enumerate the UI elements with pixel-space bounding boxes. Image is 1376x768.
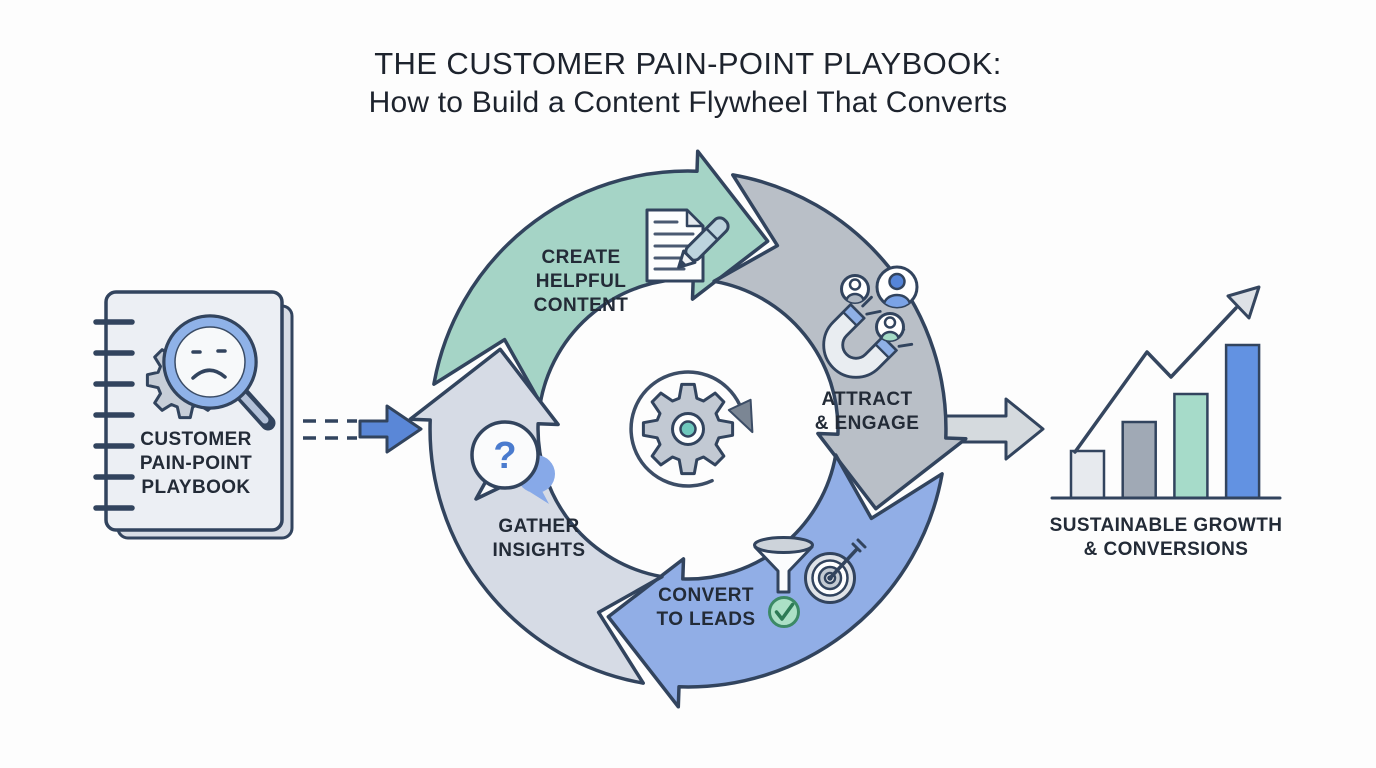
growth-bar-3 <box>1173 392 1209 500</box>
segment-label-line: CONTENT <box>533 295 629 316</box>
center-gear-icon <box>629 370 754 488</box>
segment-label-line: & ENGAGE <box>814 413 920 434</box>
cycle-arrowhead <box>727 398 754 434</box>
avatar-gray <box>840 274 870 304</box>
text-lines <box>653 220 695 271</box>
segment-label-gather: GATHER INSIGHTS <box>493 515 586 563</box>
funnel-icon <box>753 536 814 594</box>
growth-bars <box>1069 343 1261 500</box>
sad-face-eyes <box>191 349 227 354</box>
segment-label-create: CREATE HELPFUL CONTENT <box>534 246 629 318</box>
avatar-blue <box>875 265 919 309</box>
playbook-label-line: CUSTOMER <box>140 429 252 450</box>
target-dart-icon <box>804 538 867 604</box>
playbook-notebook <box>93 290 294 540</box>
playbook-label-line: PLAYBOOK <box>141 477 251 498</box>
blue-arrow-icon <box>358 404 423 454</box>
segment-label-line: TO LEADS <box>656 609 756 630</box>
magnifier-glass-icon <box>162 314 258 410</box>
playbook-label: CUSTOMER PAIN-POINT PLAYBOOK <box>140 428 252 500</box>
growth-bar-1 <box>1069 449 1106 500</box>
title-line-2: How to Build a Content Flywheel That Con… <box>368 86 1008 119</box>
trend-arrowhead-icon <box>1226 285 1261 320</box>
dashed-connector-arrow <box>303 404 423 454</box>
growth-bar-2 <box>1121 420 1157 500</box>
playbook-cover-icon <box>145 314 276 431</box>
pen-icon <box>677 216 730 269</box>
magnifier-inner-rim <box>174 326 246 398</box>
checkmark-icon <box>768 596 800 628</box>
speech-bubble <box>470 420 540 490</box>
segment-label-line: HELPFUL <box>535 271 627 292</box>
question-bubble-icon: ? <box>470 420 555 504</box>
sad-face-frown <box>191 368 227 380</box>
growth-bar-chart-icon <box>1050 285 1282 500</box>
avatar-teal <box>875 312 905 342</box>
segment-label-line: ATTRACT <box>821 389 913 410</box>
segment-label-line: INSIGHTS <box>492 540 586 561</box>
funnel-target-check-icon <box>753 536 867 628</box>
magnet-audience-icon <box>822 265 919 379</box>
flywheel: ? <box>408 149 968 709</box>
outcome-label-line: & CONVERSIONS <box>1083 539 1249 560</box>
page-fold <box>685 208 705 228</box>
magnifier-handle <box>239 392 269 424</box>
growth-bar-4 <box>1224 343 1261 500</box>
segment-label-line: CONVERT <box>658 585 754 606</box>
gear-center-dot <box>679 420 697 438</box>
flywheel-segment-gather <box>408 347 664 685</box>
outcome-label: SUSTAINABLE GROWTH & CONVERSIONS <box>1050 514 1283 562</box>
magnifier-ring <box>165 317 255 407</box>
segment-label-line: CREATE <box>541 247 621 268</box>
notebook-binder-rings <box>93 319 135 511</box>
cycle-arrow-arc <box>629 370 742 488</box>
flywheel-segment-convert <box>606 453 944 709</box>
question-mark-glyph: ? <box>493 435 516 477</box>
title-line-1: THE CUSTOMER PAIN-POINT PLAYBOOK: <box>374 46 1002 81</box>
document-pen-icon <box>645 208 730 283</box>
outcome-label-line: SUSTAINABLE GROWTH <box>1049 515 1283 536</box>
page-title: THE CUSTOMER PAIN-POINT PLAYBOOK: How to… <box>369 44 1008 122</box>
playbook-label-line: PAIN-POINT <box>139 453 253 474</box>
segment-label-convert: CONVERT TO LEADS <box>657 584 756 632</box>
dashed-lines <box>303 419 357 440</box>
segment-label-attract: ATTRACT & ENGAGE <box>815 388 920 436</box>
trend-line <box>1073 306 1238 454</box>
segment-label-line: GATHER <box>498 516 580 537</box>
